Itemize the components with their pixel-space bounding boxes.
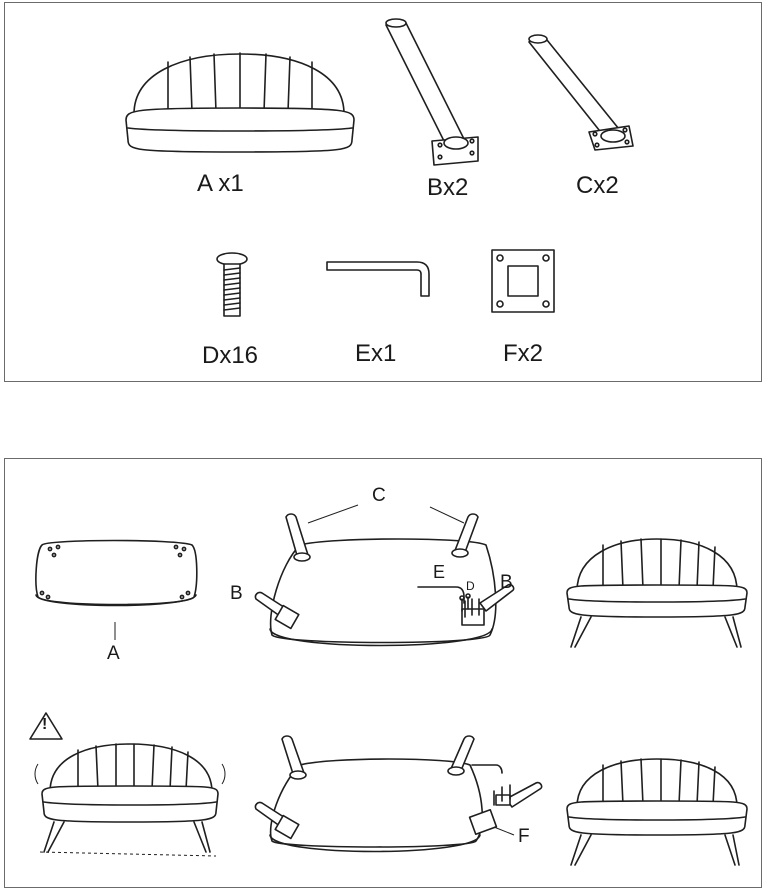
- step-label-e: E: [433, 562, 446, 582]
- step-label-c: C: [372, 485, 386, 506]
- mounting-plate-f-icon: [491, 249, 555, 313]
- final-sofa-icon: [566, 758, 748, 866]
- parts-list-panel: [4, 2, 762, 382]
- seat-underside-icon: [35, 539, 198, 607]
- step-label-b-left: B: [230, 583, 243, 604]
- part-f-label: Fx2: [503, 340, 544, 367]
- leg-b-icon: [385, 18, 479, 166]
- plate-attachment-diagram: [254, 735, 543, 853]
- allen-key-e-icon: [326, 261, 430, 297]
- sofa-body-a-icon: [125, 52, 355, 153]
- warning-icon: [29, 712, 63, 740]
- screw-d-icon: [216, 252, 248, 317]
- leg-attachment-diagram: [254, 504, 515, 647]
- part-d-label: Dx16: [202, 342, 259, 369]
- wobbly-sofa-icon: [34, 743, 226, 857]
- assembled-sofa-icon: [566, 538, 748, 648]
- part-a-label: A x1: [197, 170, 244, 197]
- step-label-b-right: B: [500, 572, 513, 593]
- step-label-a: A: [107, 643, 120, 664]
- warning-symbol: !: [42, 716, 48, 733]
- leg-c-icon: [528, 34, 634, 151]
- step-label-d: D: [466, 579, 475, 593]
- step-label-f: F: [518, 826, 530, 847]
- part-e-label: Ex1: [355, 340, 397, 367]
- label-a-leader: [114, 622, 116, 640]
- part-c-label: Cx2: [576, 172, 619, 199]
- part-b-label: Bx2: [427, 174, 469, 201]
